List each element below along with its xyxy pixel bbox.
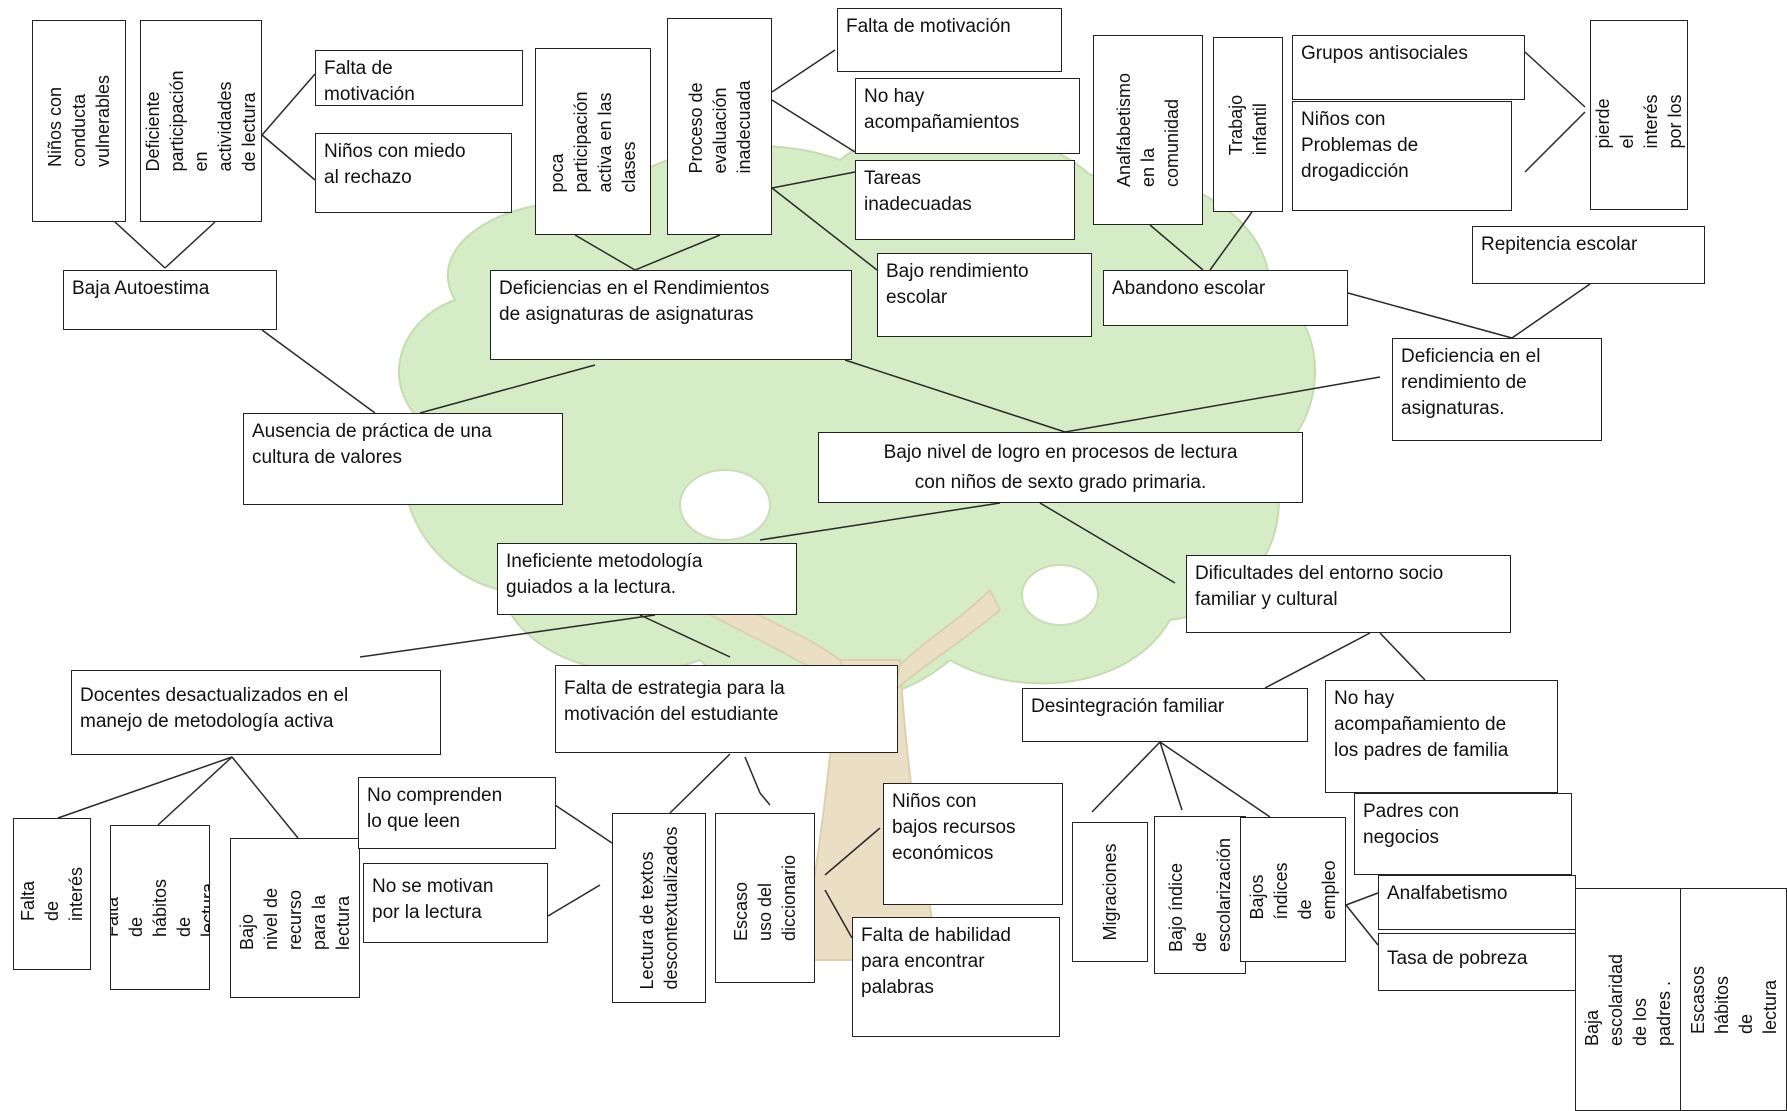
node-deficiencia-rendimiento-asignaturas: Deficiencia en el rendimiento de asignat… <box>1392 338 1602 441</box>
node-bajo-nivel-recurso: Bajo nivel de recurso para la lectura <box>230 838 360 998</box>
node-falta-estrategia: Falta de estrategia para la motivación d… <box>555 665 898 753</box>
central-problem: Bajo nivel de logro en procesos de lectu… <box>818 432 1303 503</box>
node-ninos-bajos-recursos: Niños con bajos recursos económicos <box>883 783 1063 905</box>
node-ninos-miedo-rechazo: Niños con miedo al rechazo <box>315 133 512 213</box>
node-no-comprenden: No comprenden lo que leen <box>358 777 556 849</box>
node-bajo-rendimiento-escolar: Bajo rendimiento escolar <box>877 253 1092 337</box>
node-ausencia-practica-valores: Ausencia de práctica de una cultura de v… <box>243 413 563 505</box>
node-falta-habilidad-palabras: Falta de habilidad para encontrar palabr… <box>852 917 1060 1037</box>
node-se-pierde-interes: Se pierde el interés por los estudios <box>1590 20 1688 210</box>
node-grupos-antisociales: Grupos antisociales <box>1292 35 1525 100</box>
node-baja-escolaridad-padres: Baja escolaridad de los padres . <box>1575 888 1681 1111</box>
node-ninos-drogadiccion: Niños con Problemas de drogadicción <box>1292 101 1512 211</box>
node-deficiencias-rendimientos: Deficiencias en el Rendimientos de asign… <box>490 270 852 360</box>
node-poca-participacion: poca participación activa en las clases <box>535 48 651 235</box>
node-trabajo-infantil: Trabajo infantil <box>1213 37 1283 212</box>
node-escasos-habitos-lectura: Escasos hábitos de lectura <box>1680 888 1787 1111</box>
node-bajos-indices-empleo: Bajos índices de empleo <box>1240 817 1346 962</box>
node-repitencia-escolar: Repitencia escolar <box>1472 226 1705 284</box>
node-analfabetismo: Analfabetismo <box>1378 875 1576 930</box>
node-falta-motivacion-1: Falta de motivación <box>315 50 523 106</box>
node-no-hay-acompanamientos: No hay acompañamientos <box>855 78 1080 154</box>
node-tareas-inadecuadas: Tareas inadecuadas <box>855 160 1075 240</box>
node-baja-autoestima: Baja Autoestima <box>63 270 277 330</box>
node-tasa-pobreza: Tasa de pobreza <box>1378 933 1576 991</box>
node-bajo-indice-escolarizacion: Bajo índice de escolarización <box>1154 816 1246 974</box>
node-no-se-motivan: No se motivan por la lectura <box>363 863 548 943</box>
node-deficiente-participacion: Deficiente participación en actividades … <box>140 20 262 222</box>
node-dificultades-entorno: Dificultades del entorno socio familiar … <box>1186 555 1511 633</box>
node-desintegracion-familiar: Desintegración familiar <box>1022 688 1308 742</box>
node-lectura-textos-descontextualizados: Lectura de textos descontextualizados <box>612 813 706 1003</box>
node-falta-habitos-lectura: Falta de hábitos de lectura <box>110 825 210 990</box>
node-falta-interes: Falta de interés <box>13 818 91 970</box>
node-analfabetismo-comunidad: Analfabetismo en la comunidad <box>1093 35 1203 225</box>
node-docentes-desactualizados: Docentes desactualizados en el manejo de… <box>71 670 441 755</box>
node-padres-negocios: Padres con negocios <box>1354 793 1572 875</box>
node-abandono-escolar: Abandono escolar <box>1103 270 1348 326</box>
node-falta-motivacion-2: Falta de motivación <box>837 8 1062 72</box>
node-no-acompanamiento-padres: No hay acompañamiento de los padres de f… <box>1325 680 1558 793</box>
node-migraciones: Migraciones <box>1072 822 1148 962</box>
node-ineficiente-metodologia: Ineficiente metodología guiados a la lec… <box>497 543 797 615</box>
node-ninos-conducta-vulnerables: Niños con conducta vulnerables <box>32 20 126 222</box>
node-escaso-uso-diccionario: Escaso uso del diccionario <box>715 813 815 983</box>
node-proceso-evaluacion: Proceso de evaluación inadecuada <box>667 18 772 235</box>
